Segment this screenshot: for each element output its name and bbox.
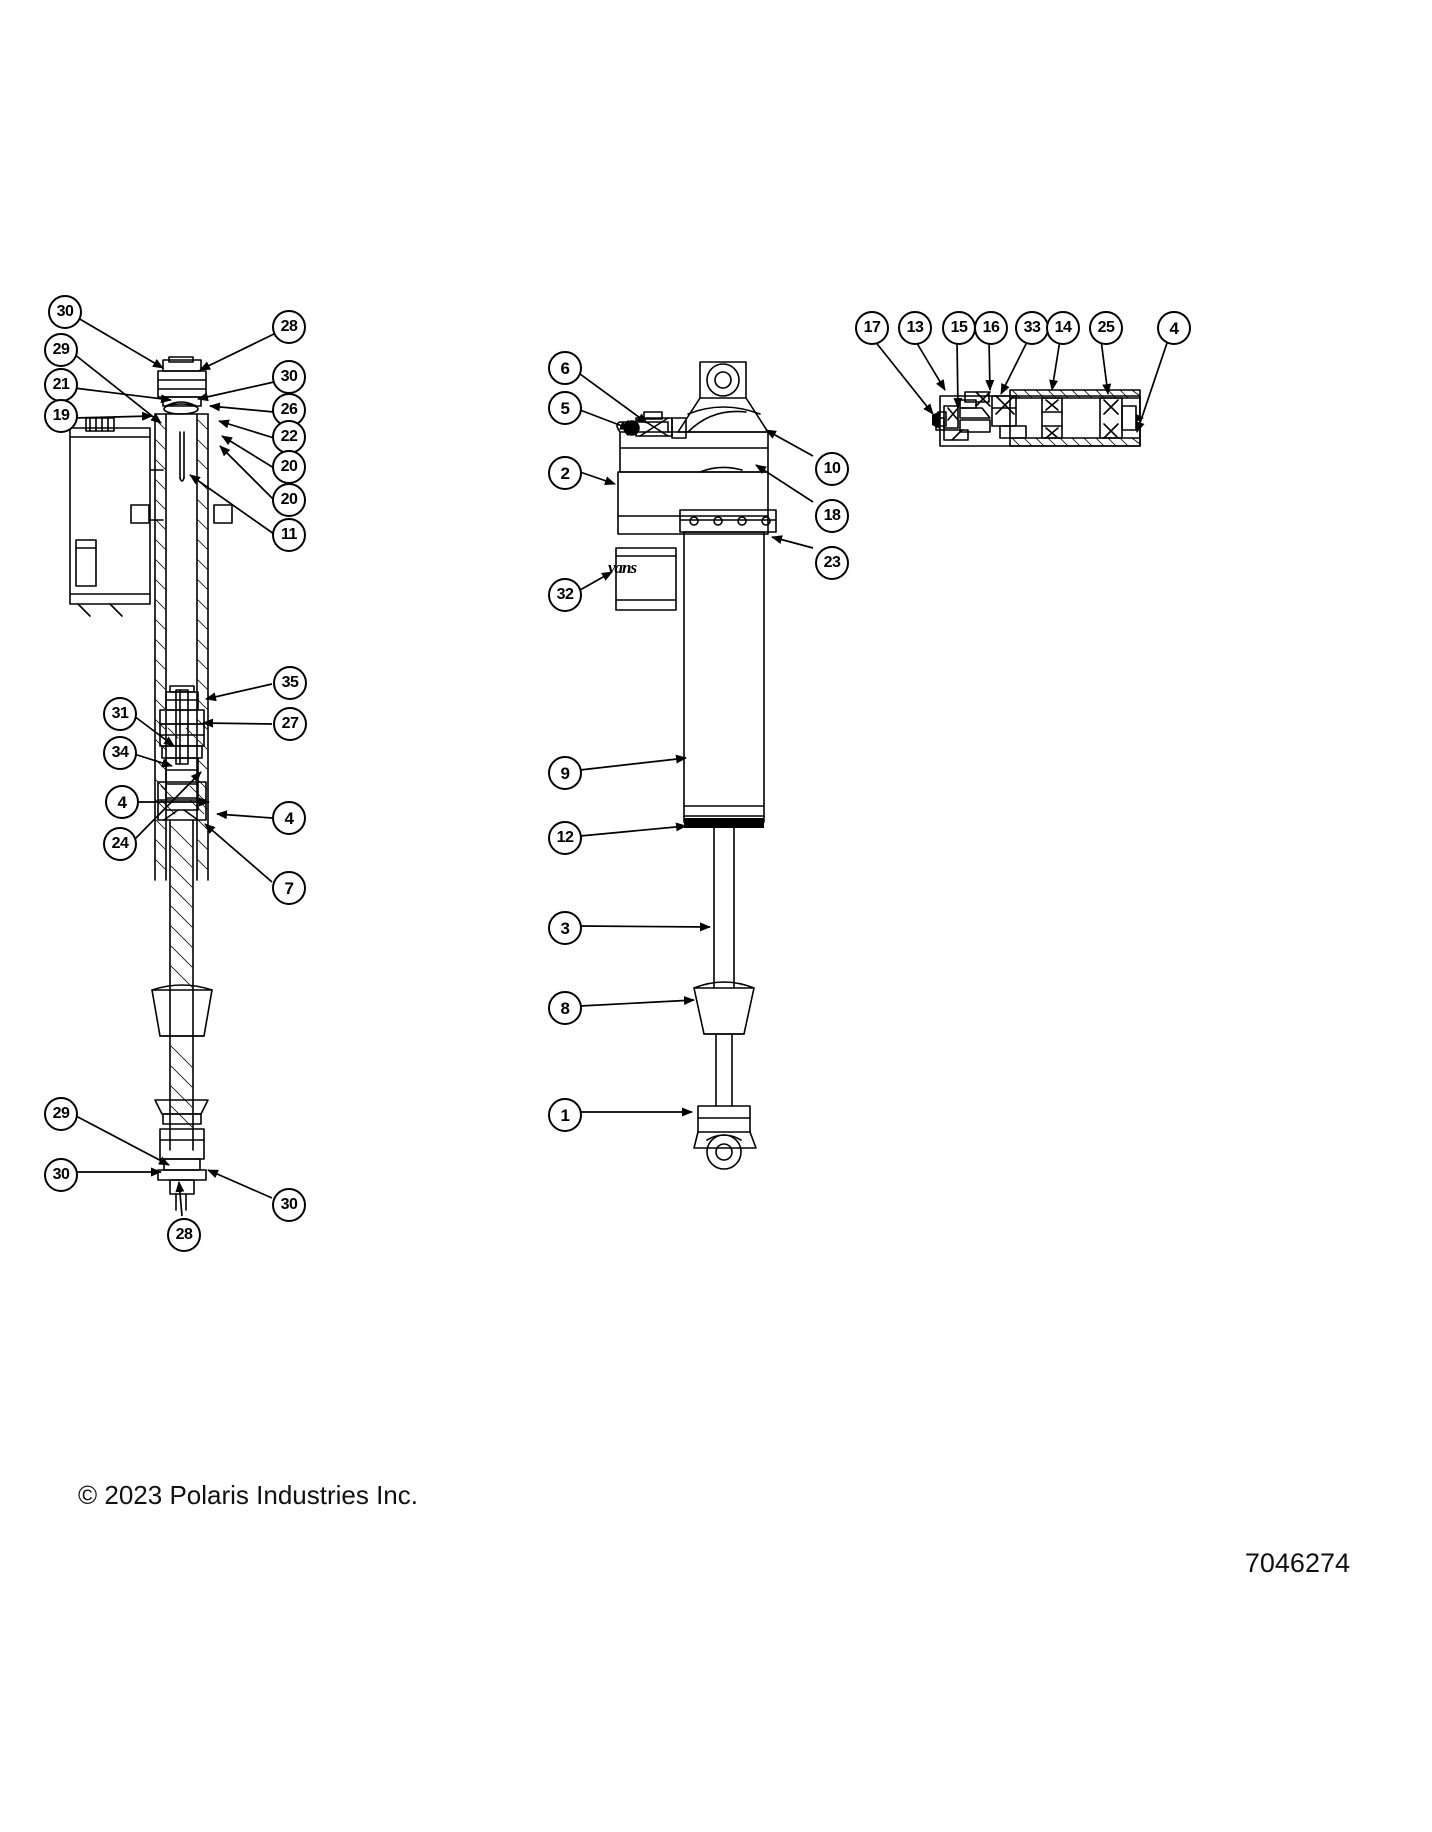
callout-bubble-29[interactable]: 29 <box>44 333 78 367</box>
callout-bubble-21[interactable]: 21 <box>44 368 78 402</box>
callout-bubble-19[interactable]: 19 <box>44 399 78 433</box>
callout-bubble-23[interactable]: 23 <box>815 546 849 580</box>
callout-bubble-22[interactable]: 22 <box>272 420 306 454</box>
callout-bubble-6[interactable]: 6 <box>548 351 582 385</box>
callout-bubble-30[interactable]: 30 <box>48 295 82 329</box>
callout-bubble-15[interactable]: 15 <box>942 311 976 345</box>
callout-bubble-35[interactable]: 35 <box>273 666 307 700</box>
callout-bubble-11[interactable]: 11 <box>272 518 306 552</box>
callout-bubble-27[interactable]: 27 <box>273 707 307 741</box>
part-number-label: 7046274 <box>1244 1548 1350 1578</box>
callout-bubble-3[interactable]: 3 <box>548 911 582 945</box>
copyright-notice: © 2023 Polaris Industries Inc. <box>78 1480 418 1510</box>
callout-bubble-7[interactable]: 7 <box>272 871 306 905</box>
brand-decal-text: vans <box>608 558 637 577</box>
callout-bubble-32[interactable]: 32 <box>548 578 582 612</box>
callout-bubble-12[interactable]: 12 <box>548 821 582 855</box>
callout-bubble-20[interactable]: 20 <box>272 450 306 484</box>
callout-bubble-4[interactable]: 4 <box>105 785 139 819</box>
callout-bubble-5[interactable]: 5 <box>548 391 582 425</box>
callout-bubble-4[interactable]: 4 <box>272 801 306 835</box>
callout-bubble-34[interactable]: 34 <box>103 736 137 770</box>
callout-bubble-28[interactable]: 28 <box>272 310 306 344</box>
callout-bubble-18[interactable]: 18 <box>815 499 849 533</box>
callout-bubble-30[interactable]: 30 <box>272 360 306 394</box>
callout-bubble-29[interactable]: 29 <box>44 1097 78 1131</box>
callout-bubble-30[interactable]: 30 <box>44 1158 78 1192</box>
callout-bubble-31[interactable]: 31 <box>103 697 137 731</box>
callout-bubble-10[interactable]: 10 <box>815 452 849 486</box>
callout-bubble-24[interactable]: 24 <box>103 827 137 861</box>
callout-bubble-16[interactable]: 16 <box>974 311 1008 345</box>
callout-bubble-33[interactable]: 33 <box>1015 311 1049 345</box>
callout-bubble-30[interactable]: 30 <box>272 1188 306 1222</box>
callout-bubble-28[interactable]: 28 <box>167 1218 201 1252</box>
callout-bubble-13[interactable]: 13 <box>898 311 932 345</box>
callout-bubble-4[interactable]: 4 <box>1157 311 1191 345</box>
callout-bubble-2[interactable]: 2 <box>548 456 582 490</box>
callout-bubble-25[interactable]: 25 <box>1089 311 1123 345</box>
callout-bubble-9[interactable]: 9 <box>548 756 582 790</box>
callout-bubble-14[interactable]: 14 <box>1046 311 1080 345</box>
callout-bubble-1[interactable]: 1 <box>548 1098 582 1132</box>
callout-bubble-17[interactable]: 17 <box>855 311 889 345</box>
callout-bubble-20[interactable]: 20 <box>272 483 306 517</box>
callout-bubble-8[interactable]: 8 <box>548 991 582 1025</box>
